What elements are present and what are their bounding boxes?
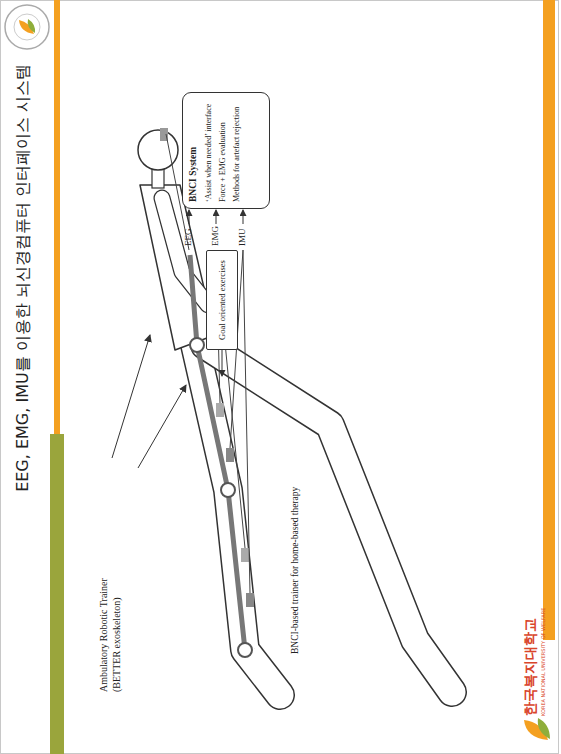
imu-sensor <box>246 593 254 607</box>
box-text: Force + EMG evaluation <box>218 99 228 202</box>
feedback-arrow <box>222 350 223 376</box>
signal-arrows <box>189 210 243 376</box>
university-logo-icon <box>524 718 550 740</box>
exoskeleton <box>190 255 252 657</box>
emg-sensor <box>241 548 249 562</box>
signal-arrow <box>189 210 190 224</box>
seal-ring <box>5 5 49 49</box>
green-band <box>50 434 64 754</box>
university-name-english: KOREA NATIONAL UNIVERSITY OF WELFARE <box>540 606 546 716</box>
box-text: Goal oriented exercises <box>217 255 228 345</box>
slide-title: EEG, EMG, IMU를 이용한 뇌신경컴퓨터 인터페이스 시스템 <box>13 64 34 504</box>
logo-leaf <box>538 718 550 739</box>
exercise-box: Goal oriented exercises <box>206 250 238 350</box>
arm-outline <box>162 198 208 305</box>
device-label: Ambulatory Robotic Trainer (BETTER exosk… <box>98 557 123 692</box>
leader-line <box>243 250 250 593</box>
system-box: BNCI System ‘Assist when needed’ interfac… <box>182 92 270 209</box>
knee-joint <box>221 483 235 497</box>
arm-fill <box>162 198 208 305</box>
imu-sensor <box>226 448 234 462</box>
emg-sensor <box>216 403 224 417</box>
figure-caption: BNCI-based trainer for home-based therap… <box>290 414 300 654</box>
arm <box>162 198 208 305</box>
ankle-joint <box>238 643 252 657</box>
orange-band <box>54 0 60 434</box>
signal-label: EMG <box>210 222 221 246</box>
pointer-arrow <box>138 385 186 468</box>
orange-band <box>543 0 555 640</box>
torso <box>140 185 215 350</box>
signal-label: IMU <box>237 222 248 246</box>
box-text: Methods for artefact rejection <box>232 99 242 202</box>
signal-arrow <box>243 210 244 224</box>
pointer-arrows <box>112 335 186 468</box>
university-seal <box>5 5 49 49</box>
signal-arrow <box>216 210 217 224</box>
signal-label: EEG <box>183 222 194 246</box>
pointer-arrow <box>112 335 150 458</box>
box-heading: BNCI System <box>188 99 200 202</box>
box-text: ‘Assist when needed’ interface <box>204 99 214 202</box>
university-name: 한국복지대학교 <box>522 606 540 716</box>
neck <box>152 168 164 188</box>
seal-leaf <box>28 19 35 33</box>
seal-inner <box>14 14 40 40</box>
hip-joint <box>190 338 204 352</box>
